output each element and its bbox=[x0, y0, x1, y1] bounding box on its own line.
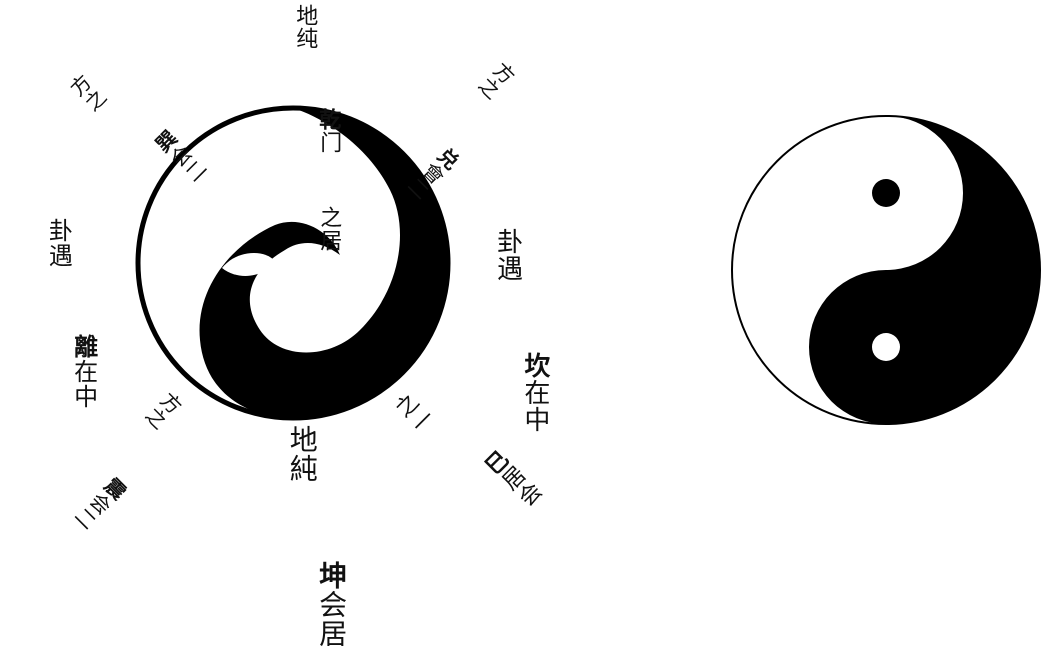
trigram-west-name: 離 bbox=[70, 334, 99, 359]
trigram-north-name: 坤 bbox=[315, 561, 348, 590]
trigram-north-note: 会居 地純 bbox=[286, 425, 348, 648]
modern-taiji-symbol bbox=[730, 108, 1042, 432]
trigram-east-note: 在中 卦遇 bbox=[493, 228, 550, 433]
modern-taiji-black-dot bbox=[872, 179, 900, 207]
trigram-label-west: 離在中 卦遇 bbox=[20, 218, 122, 409]
trigram-west-note: 在中 卦遇 bbox=[44, 218, 97, 409]
trigram-label-east: 坎在中 卦遇 bbox=[466, 228, 575, 433]
trigram-label-north: 坤会居 地純 bbox=[258, 425, 376, 648]
modern-taiji-white-dot bbox=[872, 333, 900, 361]
trigram-label-south: 乾门 之居 地纯 bbox=[270, 4, 363, 114]
trigram-east-name: 坎 bbox=[520, 352, 550, 379]
trigram-south-name: 乾 bbox=[315, 108, 341, 131]
figure-stage: 乾门 之居 地纯 巽会二 方之 離在中 卦遇 震会二 方之 坤会居 地純 巳居会… bbox=[0, 0, 1045, 550]
